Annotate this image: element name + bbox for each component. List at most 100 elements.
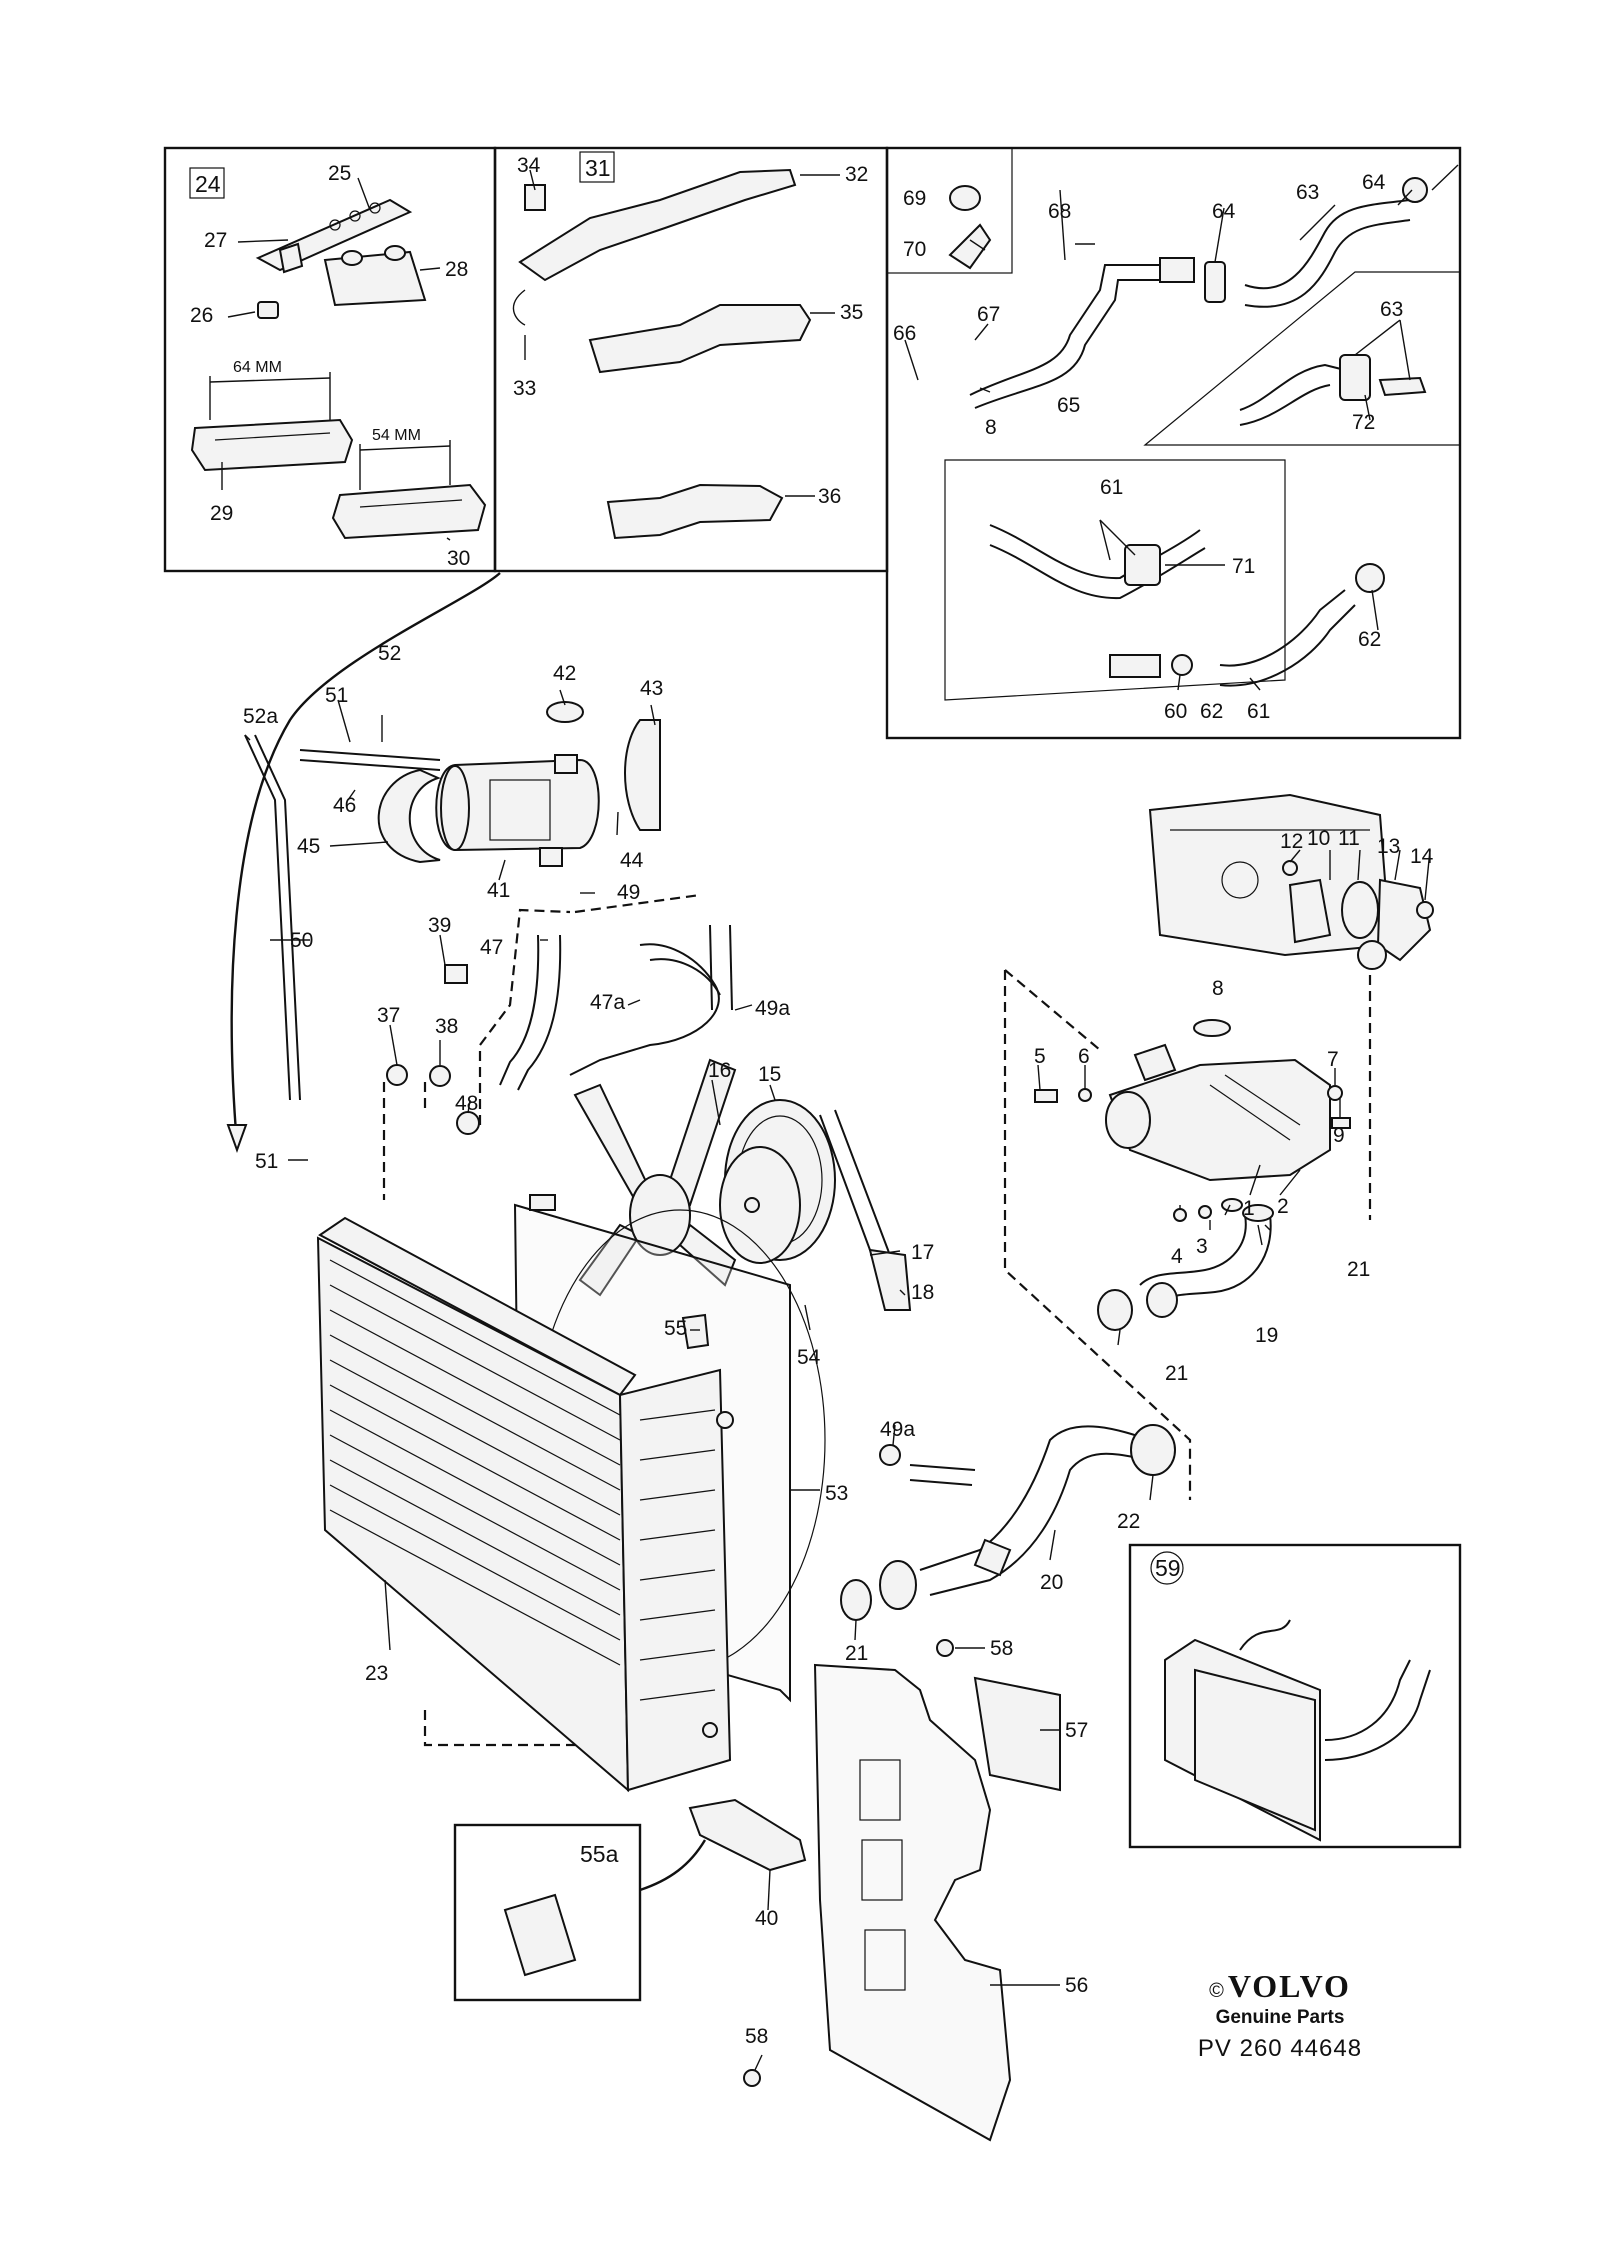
dimension-54mm: 54 MM	[372, 427, 421, 444]
rubber-pad-29: 64 MM	[190, 359, 354, 472]
clamp-21-upper	[1097, 1289, 1133, 1331]
callout-26: 26	[190, 304, 213, 327]
callout-64-top: 64	[1362, 171, 1386, 194]
callout-14: 14	[1410, 845, 1434, 868]
callout-63-lower: 63	[1380, 298, 1403, 321]
callout-37: 37	[377, 1004, 400, 1027]
strap-45	[377, 768, 441, 864]
callout-69: 69	[903, 187, 926, 210]
clip-55	[681, 1313, 710, 1350]
callout-45: 45	[297, 835, 320, 858]
volvo-brand-block: ©VOLVO Genuine Parts PV 260 44648	[1180, 1968, 1380, 2063]
callout-58-upper: 58	[990, 1637, 1013, 1660]
callout-48: 48	[455, 1092, 478, 1115]
callout-11: 11	[1338, 827, 1360, 850]
callout-10: 10	[1307, 827, 1330, 850]
callout-66: 66	[893, 322, 916, 345]
callout-47: 47	[480, 936, 503, 959]
box-number-31: 31	[585, 155, 611, 181]
leader-lines	[221, 164, 1459, 2071]
callout-16: 16	[708, 1059, 731, 1082]
callout-34: 34	[517, 154, 541, 177]
callout-54: 54	[797, 1346, 821, 1369]
callout-12: 12	[1280, 830, 1303, 853]
callout-44: 44	[620, 849, 644, 872]
hose-50	[244, 734, 441, 1101]
dimension-64mm: 64 MM	[233, 359, 282, 376]
pulley-15	[719, 1099, 836, 1264]
callout-5: 5	[1034, 1045, 1046, 1068]
callout-63: 63	[1296, 181, 1319, 204]
gasket-70	[948, 223, 992, 270]
callout-32: 32	[845, 163, 868, 186]
water-pump	[1105, 1019, 1331, 1182]
pipe-65	[969, 257, 1195, 409]
callout-1: 1	[1243, 1197, 1255, 1220]
callout-65: 65	[1057, 394, 1080, 417]
nut-38	[429, 1065, 451, 1087]
callout-23: 23	[365, 1662, 388, 1685]
callout-58-lower: 58	[745, 2025, 768, 2048]
splash-shield-56	[813, 1663, 1012, 2142]
hose-47	[499, 934, 562, 1091]
callout-46: 46	[333, 794, 356, 817]
v-belt-17	[819, 1109, 912, 1311]
callout-51-top: 51	[325, 684, 348, 707]
bracket-assembly-31	[512, 168, 812, 540]
bracket-assembly-24	[255, 198, 427, 319]
clip-49a-lower	[879, 1444, 901, 1466]
callout-35: 35	[840, 301, 863, 324]
callout-36: 36	[818, 485, 841, 508]
callout-30: 30	[447, 547, 470, 570]
callout-8-mid: 8	[1212, 977, 1224, 1000]
callout-labels: 25 27 28 26 29 30 34 32 35 33 36 69 70 6…	[190, 154, 1434, 2048]
hose-63-lower	[1239, 354, 1427, 426]
callout-19: 19	[1255, 1324, 1278, 1347]
callout-61: 61	[1100, 476, 1123, 499]
callout-21-right: 21	[1347, 1258, 1370, 1281]
callout-67: 67	[977, 303, 1000, 326]
callout-49a: 49a	[755, 997, 790, 1020]
box-tag-31: 31	[579, 151, 615, 183]
volvo-logo: ©VOLVO	[1180, 1968, 1380, 2005]
thermostat-housing	[1282, 860, 1434, 970]
panel-57	[973, 1676, 1061, 1792]
nut-37	[386, 1064, 408, 1086]
curved-arrow-to-radiator	[226, 572, 501, 1153]
callout-51-lower: 51	[255, 1150, 278, 1173]
box-tag-24: 24	[189, 167, 225, 199]
hose-47a	[569, 924, 733, 1076]
callout-53: 53	[825, 1482, 848, 1505]
inset-frame-top-right	[885, 146, 1462, 740]
callout-55: 55	[664, 1317, 687, 1340]
callout-20: 20	[1040, 1571, 1063, 1594]
callout-41: 41	[487, 879, 510, 902]
box-label-55a: 55a	[580, 1841, 619, 1867]
callout-15: 15	[758, 1063, 781, 1086]
cap-69	[949, 185, 981, 211]
strap-43	[624, 719, 661, 831]
dashed-connection-lines	[382, 893, 1372, 1747]
callout-17: 17	[911, 1241, 934, 1264]
callout-47a: 47a	[590, 991, 625, 1014]
cap-42	[546, 701, 584, 723]
callout-50: 50	[290, 929, 313, 952]
sensor-39	[444, 964, 468, 984]
callout-29: 29	[210, 502, 233, 525]
callout-21-lower: 21	[845, 1642, 868, 1665]
box-number-24: 24	[195, 171, 221, 197]
callout-49a-lower: 49a	[880, 1418, 915, 1441]
callout-2: 2	[1277, 1195, 1289, 1218]
callout-68: 68	[1048, 200, 1071, 223]
callout-56: 56	[1065, 1974, 1088, 1997]
callout-43: 43	[640, 677, 663, 700]
copyright-symbol: ©	[1209, 1980, 1224, 2002]
clamp-64-top	[1402, 177, 1428, 203]
callout-21-mid: 21	[1165, 1362, 1188, 1385]
fan-16	[573, 1058, 737, 1297]
hose-19	[1139, 1198, 1274, 1318]
callout-62-lower: 62	[1200, 700, 1223, 723]
callout-72: 72	[1352, 411, 1375, 434]
callout-18: 18	[911, 1281, 934, 1304]
